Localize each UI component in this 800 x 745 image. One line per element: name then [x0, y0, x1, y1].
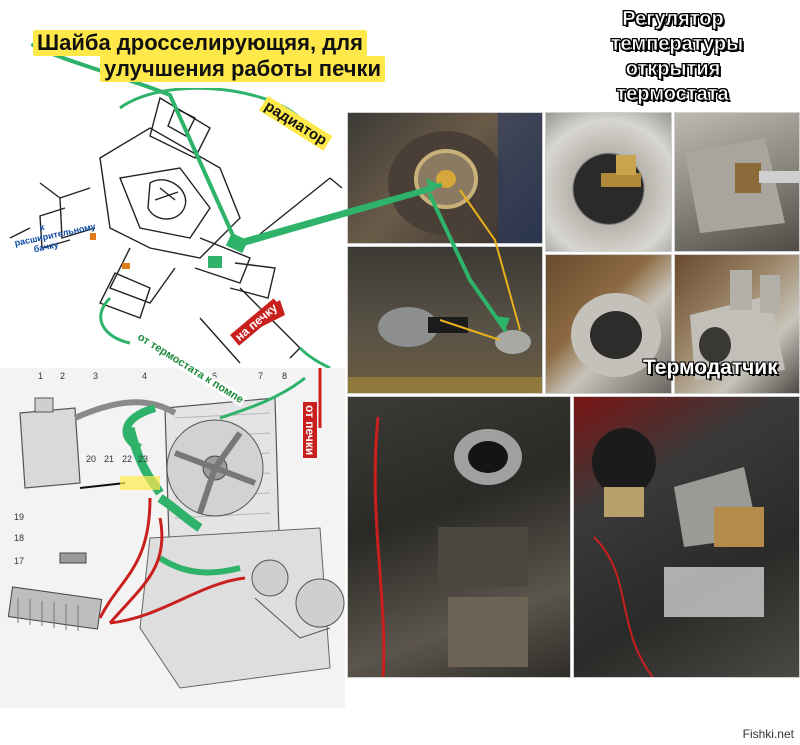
photo-thermostat-housing-right	[674, 254, 800, 394]
diagram-number: 17	[14, 556, 25, 566]
diagram-number: 3	[93, 371, 99, 381]
label-thermosensor: Термодатчик	[643, 356, 778, 379]
title-regulator-line2: температуры	[610, 33, 744, 56]
photo-engine-outlet	[347, 396, 571, 678]
diagram-number: 1	[38, 371, 44, 381]
diagram-number: 21	[104, 454, 115, 464]
engine-cooling-diagram	[0, 368, 345, 708]
title-throttle-washer-line2: улучшения работы печки	[100, 56, 386, 82]
watermark: Fishki.net	[742, 727, 794, 741]
diagram-number: 4	[142, 371, 148, 381]
title-throttle-washer-line1: Шайба дросселирующяя, для	[33, 30, 367, 56]
diagram-number: 7	[258, 371, 264, 381]
label-from-heater: от печки	[303, 402, 317, 459]
photo-thermostat-housing-left	[545, 254, 672, 394]
photo-regulator-bolt	[674, 112, 800, 252]
title-regulator-line1: Регулятор	[622, 8, 724, 31]
diagram-number: 23	[138, 454, 149, 464]
diagram-number: 8	[282, 371, 288, 381]
title-regulator-line3: открытия	[625, 58, 721, 81]
diagram-number: 20	[86, 454, 97, 464]
photo-parts-table	[347, 246, 543, 394]
diagram-number: 19	[14, 512, 25, 522]
title-regulator-line4: термостата	[616, 83, 729, 106]
photo-engine-installed	[573, 396, 800, 678]
diagram-number: 22	[122, 454, 133, 464]
photo-regulator-inside	[545, 112, 672, 252]
diagram-number: 2	[60, 371, 66, 381]
diagram-number: 18	[14, 533, 25, 543]
photo-throttle-washer	[347, 112, 543, 244]
